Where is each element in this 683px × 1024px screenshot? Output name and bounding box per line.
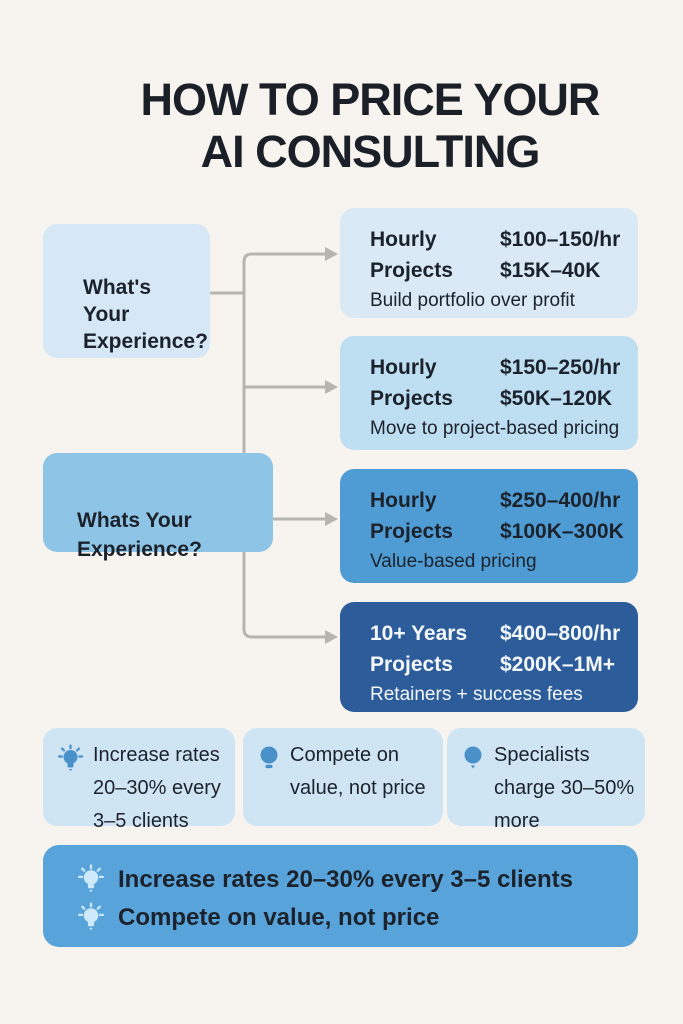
question-box-experience-1: What's Your Experience? xyxy=(43,224,210,358)
banner-row: Compete on value, not price xyxy=(77,902,638,933)
tier-row-value: $400–800/hr xyxy=(500,622,621,645)
page-title-line-1: HOW TO PRICE YOUR xyxy=(140,74,601,125)
tier-row: Projects $100K–300K xyxy=(370,516,632,547)
tier-row: Projects $15K–40K xyxy=(370,255,632,286)
tier-note: Retainers + success fees xyxy=(370,684,583,705)
tier-row-value: $100K–300K xyxy=(500,520,624,543)
tip-card-compete-on-value: Compete on value, not price xyxy=(243,728,443,826)
tier-row-label: Hourly xyxy=(370,356,437,379)
page-title: HOW TO PRICE YOUR AI CONSULTING xyxy=(57,74,683,178)
tier-row: Hourly $150–250/hr xyxy=(370,352,632,383)
tier-note: Value-based pricing xyxy=(370,551,537,572)
tier-row-label: 10+ Years xyxy=(370,622,468,645)
tier-row-value: $200K–1M+ xyxy=(500,653,615,676)
tier-row-label: Hourly xyxy=(370,228,437,251)
arrow-icon-tier1 xyxy=(325,247,338,261)
arrow-icon-tier3 xyxy=(325,512,338,526)
lightbulb-icon xyxy=(260,746,278,769)
tier-row: Projects $200K–1M+ xyxy=(370,649,632,680)
tier-note: Move to project-based pricing xyxy=(370,418,620,439)
arrow-icon-tier4 xyxy=(325,630,338,644)
tier-row-value: $150–250/hr xyxy=(500,356,621,379)
banner-text: Increase rates 20–30% every 3–5 clients xyxy=(118,865,574,893)
connector-branch-tier1 xyxy=(242,252,328,264)
lightbulb-rays-icon xyxy=(57,744,84,772)
question-box-experience-2: Whats Your Experience? xyxy=(43,453,273,561)
question-text: What's Your Experience? xyxy=(83,276,208,353)
tier-box-senior: Hourly $250–400/hr Projects $100K–300K V… xyxy=(340,469,638,583)
tier-box-mid: Hourly $150–250/hr Projects $50K–120K Mo… xyxy=(340,336,638,450)
tip-card-specialists-charge-more: Specialists charge 30–50% more xyxy=(447,728,645,832)
lightbulb-icon xyxy=(464,746,482,769)
arrow-icon-tier2 xyxy=(325,380,338,394)
tier-row: Projects $50K–120K xyxy=(370,383,632,414)
connector-branch-tier4 xyxy=(242,627,328,639)
tier-note: Build portfolio over profit xyxy=(370,290,575,311)
question-text: Whats Your Experience? xyxy=(77,509,202,561)
banner-text: Compete on value, not price xyxy=(118,903,440,931)
tier-box-expert: 10+ Years $400–800/hr Projects $200K–1M+… xyxy=(340,602,638,712)
tier-row-value: $100–150/hr xyxy=(500,228,621,251)
tier-row-value: $250–400/hr xyxy=(500,489,621,512)
tier-row-value: $15K–40K xyxy=(500,259,601,282)
key-takeaways-banner: Increase rates 20–30% every 3–5 clients … xyxy=(43,845,638,947)
page-title-line-2: AI CONSULTING xyxy=(200,126,541,177)
tier-row-value: $50K–120K xyxy=(500,387,613,410)
tier-row: Hourly $250–400/hr xyxy=(370,485,632,516)
tip-card-increase-rates: Increase rates 20–30% every 3–5 clients xyxy=(43,728,235,832)
lightbulb-rays-icon xyxy=(77,902,105,931)
tier-row: Hourly $100–150/hr xyxy=(370,224,632,255)
tier-row-label: Projects xyxy=(370,653,453,676)
tier-row-label: Projects xyxy=(370,520,453,543)
tier-row-label: Hourly xyxy=(370,489,437,512)
tier-row-label: Projects xyxy=(370,259,453,282)
tip-text: Compete on value, not price xyxy=(290,744,426,799)
tier-row-label: Projects xyxy=(370,387,453,410)
tier-box-entry: Hourly $100–150/hr Projects $15K–40K Bui… xyxy=(340,208,638,318)
tip-text: Increase rates 20–30% every 3–5 clients xyxy=(93,744,221,832)
lightbulb-rays-icon xyxy=(77,864,105,893)
tip-text: Specialists charge 30–50% more xyxy=(494,744,635,832)
banner-row: Increase rates 20–30% every 3–5 clients xyxy=(77,864,638,895)
tier-row: 10+ Years $400–800/hr xyxy=(370,618,632,649)
